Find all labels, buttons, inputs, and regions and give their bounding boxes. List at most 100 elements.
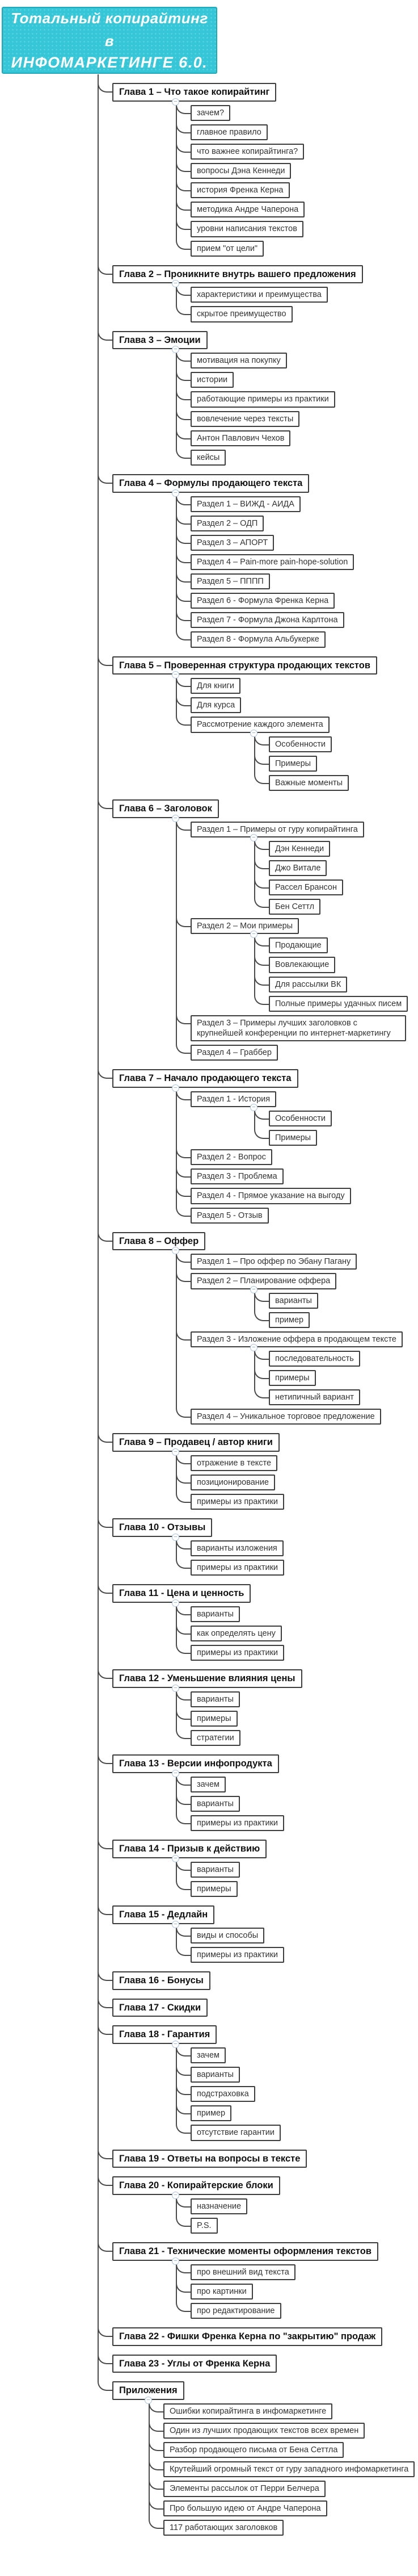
collapse-toggle-icon[interactable]: −	[172, 1448, 179, 1456]
topic-node[interactable]: Важные моменты	[269, 774, 349, 791]
chapter-node[interactable]: Глава 18 - Гарантия	[112, 2025, 217, 2044]
collapse-toggle-icon[interactable]: −	[250, 729, 257, 737]
topic-node[interactable]: мотивация на покупку	[191, 353, 287, 369]
chapter-node[interactable]: Глава 20 - Копирайтерские блоки	[112, 2176, 280, 2195]
topic-node[interactable]: Разбор продающего письма от Бена Сеттла	[163, 2442, 344, 2458]
chapter-node[interactable]: Глава 12 - Уменьшение влияния цены	[112, 1669, 302, 1688]
chapter-node[interactable]: Глава 13 - Версии инфопродукта	[112, 1754, 279, 1773]
topic-node[interactable]: назначение	[191, 2198, 248, 2214]
collapse-toggle-icon[interactable]: −	[250, 833, 257, 841]
topic-node[interactable]: вопросы Дэна Кеннеди	[191, 163, 292, 179]
collapse-toggle-icon[interactable]: −	[172, 98, 179, 106]
chapter-node[interactable]: Глава 10 - Отзывы	[112, 1518, 213, 1537]
collapse-toggle-icon[interactable]: −	[172, 2040, 179, 2048]
topic-node[interactable]: примеры	[191, 1711, 238, 1727]
topic-node[interactable]: варианты	[191, 1606, 240, 1622]
topic-node[interactable]: Раздел 2 – Мои примеры	[191, 918, 299, 935]
topic-node[interactable]: виды и способы	[191, 1927, 265, 1943]
collapse-toggle-icon[interactable]: −	[172, 1084, 179, 1092]
chapter-node[interactable]: Приложения	[112, 2381, 184, 2400]
topic-node[interactable]: Раздел 2 – ОДП	[191, 515, 264, 531]
chapter-node[interactable]: Глава 22 - Фишки Френка Керна по "закрыт…	[112, 2327, 383, 2346]
topic-node[interactable]: 117 работающих заголовков	[163, 2519, 284, 2536]
topic-node[interactable]: прием "от цели"	[191, 240, 264, 257]
topic-node[interactable]: Рассел Брансон	[269, 879, 343, 895]
topic-node[interactable]: Раздел 3 – АПОРТ	[191, 534, 275, 551]
topic-node[interactable]: зачем	[191, 2047, 226, 2063]
chapter-node[interactable]: Глава 9 – Продавец / автор книги	[112, 1433, 280, 1452]
topic-node[interactable]: Раздел 1 – ВИЖД - АИДА	[191, 496, 301, 512]
topic-node[interactable]: Про большую идею от Андре Чаперона	[163, 2500, 327, 2516]
topic-node[interactable]: Раздел 4 – Уникальное торговое предложен…	[191, 1409, 381, 1425]
topic-node[interactable]: Крутейший огромный текст от гуру западно…	[163, 2461, 415, 2478]
topic-node[interactable]: Рассмотрение каждого элемента	[191, 717, 330, 733]
topic-node[interactable]: Бен Сеттл	[269, 899, 321, 915]
topic-node[interactable]: Раздел 1 - История	[191, 1091, 277, 1107]
topic-node[interactable]: Раздел 3 - Изложение оффера в продающем …	[191, 1331, 403, 1347]
topic-node[interactable]: Особенности	[269, 1110, 332, 1126]
topic-node[interactable]: подстраховка	[191, 2086, 255, 2102]
topic-node[interactable]: Элементы рассылок от Перри Белчера	[163, 2481, 326, 2497]
topic-node[interactable]: P.S.	[191, 2217, 218, 2234]
topic-node[interactable]: Для рассылки ВК	[269, 976, 348, 992]
chapter-node[interactable]: Глава 1 – Что такое копирайтинг	[112, 83, 277, 102]
topic-node[interactable]: примеры из практики	[191, 1645, 285, 1661]
collapse-toggle-icon[interactable]: −	[250, 931, 257, 939]
topic-node[interactable]: Раздел 4 – Pain-more pain-hope-solution	[191, 554, 354, 570]
topic-node[interactable]: как определять цену	[191, 1626, 282, 1642]
topic-node[interactable]: варианты	[191, 1861, 240, 1878]
chapter-node[interactable]: Глава 16 - Бонусы	[112, 1971, 210, 1990]
topic-node[interactable]: Раздел 4 - Прямое указание на выгоду	[191, 1188, 351, 1204]
topic-node[interactable]: зачем?	[191, 104, 231, 121]
collapse-toggle-icon[interactable]: −	[250, 1103, 257, 1111]
topic-node[interactable]: Раздел 1 – Про оффер по Эбану Пагану	[191, 1254, 357, 1270]
topic-node[interactable]: примеры	[191, 1881, 238, 1898]
collapse-toggle-icon[interactable]: −	[172, 346, 179, 354]
chapter-node[interactable]: Глава 17 - Скидки	[112, 1998, 208, 2017]
topic-node[interactable]: примеры	[269, 1370, 316, 1387]
collapse-toggle-icon[interactable]: −	[172, 671, 179, 679]
topic-node[interactable]: Особенности	[269, 736, 332, 752]
collapse-toggle-icon[interactable]: −	[172, 1599, 179, 1607]
topic-node[interactable]: пример	[191, 2105, 232, 2122]
collapse-toggle-icon[interactable]: −	[172, 1854, 179, 1862]
topic-node[interactable]: зачем	[191, 1776, 226, 1792]
chapter-node[interactable]: Глава 15 - Дедлайн	[112, 1905, 215, 1924]
topic-node[interactable]: последовательность	[269, 1350, 360, 1367]
topic-node[interactable]: Раздел 7 - Формула Джона Карлтона	[191, 612, 344, 629]
chapter-node[interactable]: Глава 6 – Заголовок	[112, 799, 219, 818]
collapse-toggle-icon[interactable]: −	[172, 814, 179, 822]
topic-node[interactable]: стратегии	[191, 1730, 240, 1746]
topic-node[interactable]: нетипичный вариант	[269, 1389, 360, 1406]
chapter-node[interactable]: Глава 5 – Проверенная структура продающи…	[112, 656, 377, 675]
collapse-toggle-icon[interactable]: −	[250, 1285, 257, 1293]
topic-node[interactable]: Раздел 8 - Формула Альбукерке	[191, 631, 326, 648]
chapter-node[interactable]: Глава 11 - Цена и ценность	[112, 1584, 251, 1603]
topic-node[interactable]: Раздел 4 – Граббер	[191, 1045, 278, 1061]
chapter-node[interactable]: Глава 19 - Ответы на вопросы в тексте	[112, 2149, 307, 2168]
chapter-node[interactable]: Глава 23 - Углы от Френка Керна	[112, 2354, 277, 2373]
topic-node[interactable]: работающие примеры из практики	[191, 391, 335, 408]
topic-node[interactable]: Для курса	[191, 697, 242, 714]
topic-node[interactable]: пример	[269, 1312, 310, 1328]
collapse-toggle-icon[interactable]: −	[172, 2257, 179, 2265]
topic-node[interactable]: история Френка Керна	[191, 182, 290, 199]
collapse-toggle-icon[interactable]: −	[172, 1684, 179, 1692]
chapter-node[interactable]: Глава 3 – Эмоции	[112, 330, 208, 350]
topic-node[interactable]: истории	[191, 372, 234, 388]
topic-node[interactable]: Раздел 6 - Формула Френка Керна	[191, 593, 335, 609]
topic-node[interactable]: главное правило	[191, 124, 268, 140]
topic-node[interactable]: Примеры	[269, 755, 318, 772]
topic-node[interactable]: примеры из практики	[191, 1946, 285, 1963]
topic-node[interactable]: Раздел 5 - Отзыв	[191, 1207, 269, 1224]
topic-node[interactable]: варианты	[269, 1292, 318, 1309]
topic-node[interactable]: что важнее копирайтинга?	[191, 143, 305, 160]
topic-node[interactable]: Полные примеры удачных писем	[269, 995, 408, 1012]
topic-node[interactable]: Антон Павлович Чехов	[191, 430, 291, 446]
chapter-node[interactable]: Глава 4 – Формулы продающего текста	[112, 474, 310, 493]
topic-node[interactable]: варианты	[191, 1691, 240, 1707]
topic-node[interactable]: про редактирование	[191, 2302, 281, 2319]
topic-node[interactable]: Вовлекающие	[269, 957, 336, 973]
chapter-node[interactable]: Глава 2 – Проникните внутрь вашего предл…	[112, 265, 363, 284]
topic-node[interactable]: Раздел 3 – Примеры лучших заголовков с к…	[191, 1015, 406, 1041]
